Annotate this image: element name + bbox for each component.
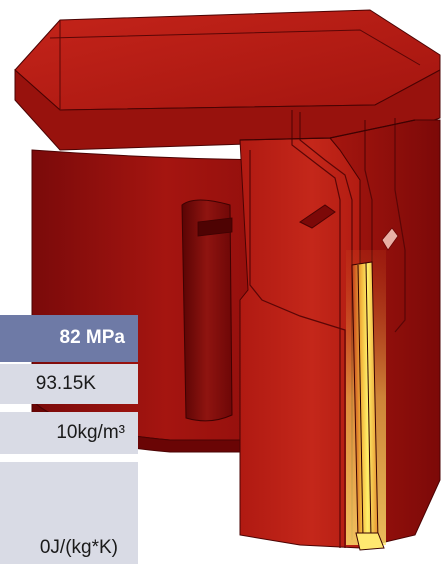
front-block — [239, 137, 361, 549]
channel-outline-5 — [394, 118, 406, 333]
front-top-edge — [239, 119, 416, 141]
channel-outline-1 — [249, 150, 346, 548]
heat-capacity-value: 0J/(kg*K) — [39, 537, 118, 558]
hot-core-wall-1 — [357, 264, 364, 539]
table-row: 0J/(kg*K) — [0, 462, 138, 564]
table-header-cell: 82 MPa — [0, 315, 138, 362]
hot-core-tip — [355, 532, 385, 551]
left-bore — [181, 199, 233, 422]
inner-slot — [299, 204, 336, 229]
table-row: 93.15K — [0, 364, 138, 404]
flange-top-face — [14, 9, 441, 111]
table-row: 10kg/m³ — [0, 412, 138, 454]
flange-front-edge — [14, 68, 441, 151]
density-value: 10kg/m³ — [56, 422, 125, 443]
hot-core-wall-2 — [365, 262, 372, 539]
temperature-value: 93.15K — [35, 373, 96, 394]
left-bore-slot — [197, 217, 233, 237]
pressure-value: 82 MPa — [59, 327, 125, 348]
side-notch — [381, 227, 399, 251]
flange-step-line — [49, 29, 421, 66]
